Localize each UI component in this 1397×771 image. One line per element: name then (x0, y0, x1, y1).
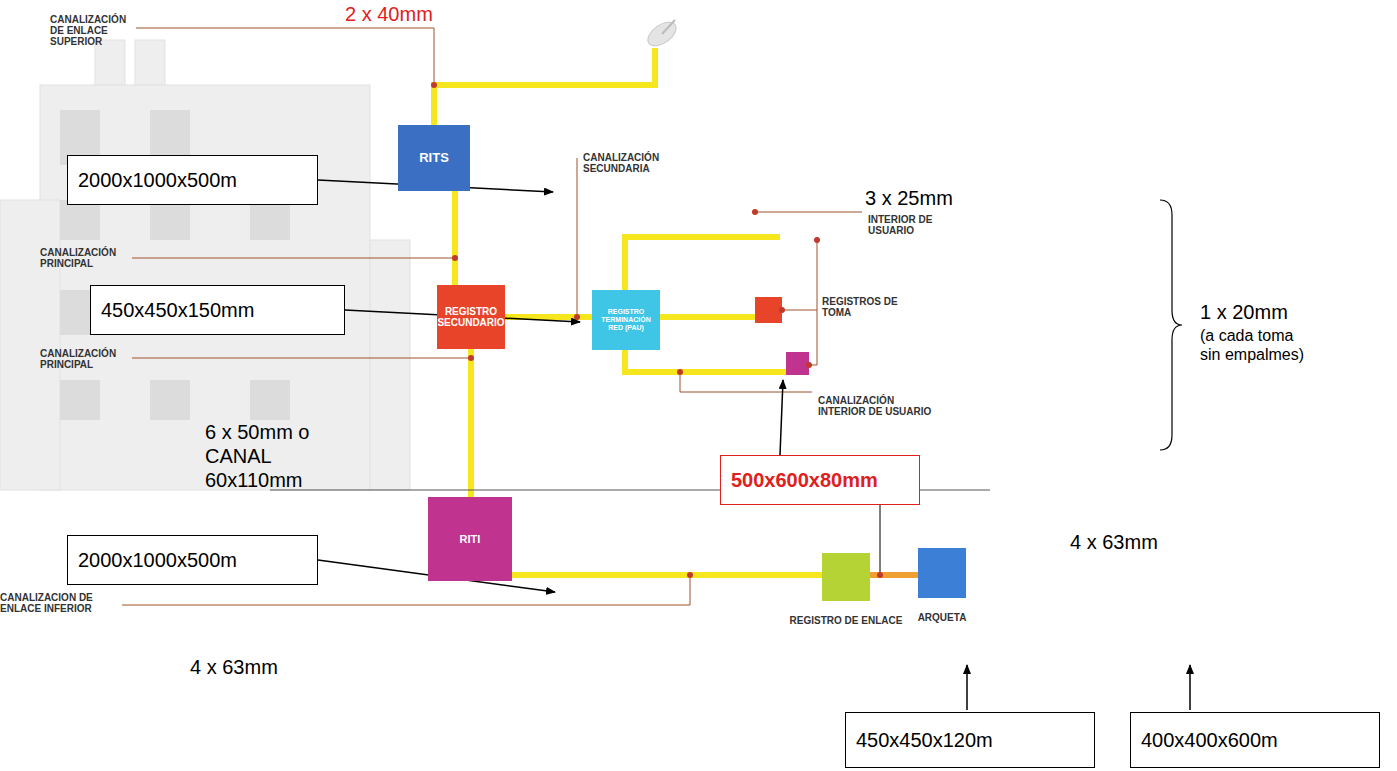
equipment-box: REGISTRO SECUNDARIO (437, 285, 505, 349)
section-name: INTERIOR DE USUARIO (868, 214, 978, 236)
conduit-spec: 2 x 40mm (345, 2, 433, 26)
equipment-box: REGISTRO DE ENLACE (822, 553, 870, 601)
dimension-text: 500x600x80mm (731, 469, 878, 492)
section-name: CANALIZACIÓN PRINCIPAL (40, 247, 130, 269)
dimension-box: 500x600x80mm (720, 455, 920, 505)
conduit (434, 48, 786, 372)
bracket (1160, 200, 1182, 450)
section-name: CANALIZACION DE ENLACE INFERIOR (0, 592, 120, 614)
dimension-text: 2000x1000x500m (78, 549, 237, 572)
pointer-arrow (318, 180, 1190, 710)
dimension-text: 2000x1000x500m (78, 169, 237, 192)
outlet-box (755, 297, 782, 323)
dimension-box: 2000x1000x500m (67, 535, 318, 585)
equipment-box: RITI (428, 497, 512, 581)
box-caption: REGISTRO DE ENLACE (790, 615, 903, 626)
box-label: RITI (460, 533, 481, 545)
conduit-spec: 4 x 63mm (1070, 530, 1158, 554)
section-name: CANALIZACIÓN PRINCIPAL (40, 348, 130, 370)
equipment-box: RITS (398, 125, 470, 191)
conduit-spec: 1 x 20mm (1200, 300, 1288, 324)
antenna-dish (644, 17, 681, 50)
cable-conduit (468, 349, 474, 497)
cable-conduit (512, 572, 822, 578)
dimension-box: 450x450x120m (845, 712, 1095, 768)
box-label: RITS (419, 151, 449, 165)
conduit-spec: (a cada toma sin empalmes) (1200, 326, 1315, 364)
conduit-spec: 3 x 25mm (865, 186, 953, 210)
cable-conduit (870, 572, 918, 578)
dimension-box: 400x400x600m (1130, 712, 1380, 768)
equipment-box: ARQUETA (918, 548, 966, 598)
cable-conduit (452, 191, 458, 285)
section-name: CANALIZACIÓN INTERIOR DE USUARIO (818, 395, 938, 417)
equipment-box: REGISTRO TERMINACIÓN RED (PAU) (592, 290, 660, 350)
box-label: REGISTRO SECUNDARIO (437, 306, 504, 328)
dimension-box: 2000x1000x500m (67, 155, 318, 205)
conduit-spec: 6 x 50mm o CANAL 60x110mm (205, 420, 365, 492)
section-name: CANALIZACIÓN DE ENLACE SUPERIOR (50, 14, 140, 47)
section-name: CANALIZACIÓN SECUNDARIA (583, 152, 693, 174)
dimension-box: 450x450x150mm (90, 285, 345, 335)
conduit-spec: 4 x 63mm (190, 655, 278, 679)
box-caption: ARQUETA (918, 612, 967, 623)
box-label: REGISTRO TERMINACIÓN RED (PAU) (595, 308, 657, 331)
dimension-text: 450x450x120m (856, 729, 993, 752)
outlet-box (786, 352, 809, 375)
section-name: REGISTROS DE TOMA (822, 296, 902, 318)
dimension-text: 400x400x600m (1141, 729, 1278, 752)
dimension-text: 450x450x150mm (101, 299, 254, 322)
